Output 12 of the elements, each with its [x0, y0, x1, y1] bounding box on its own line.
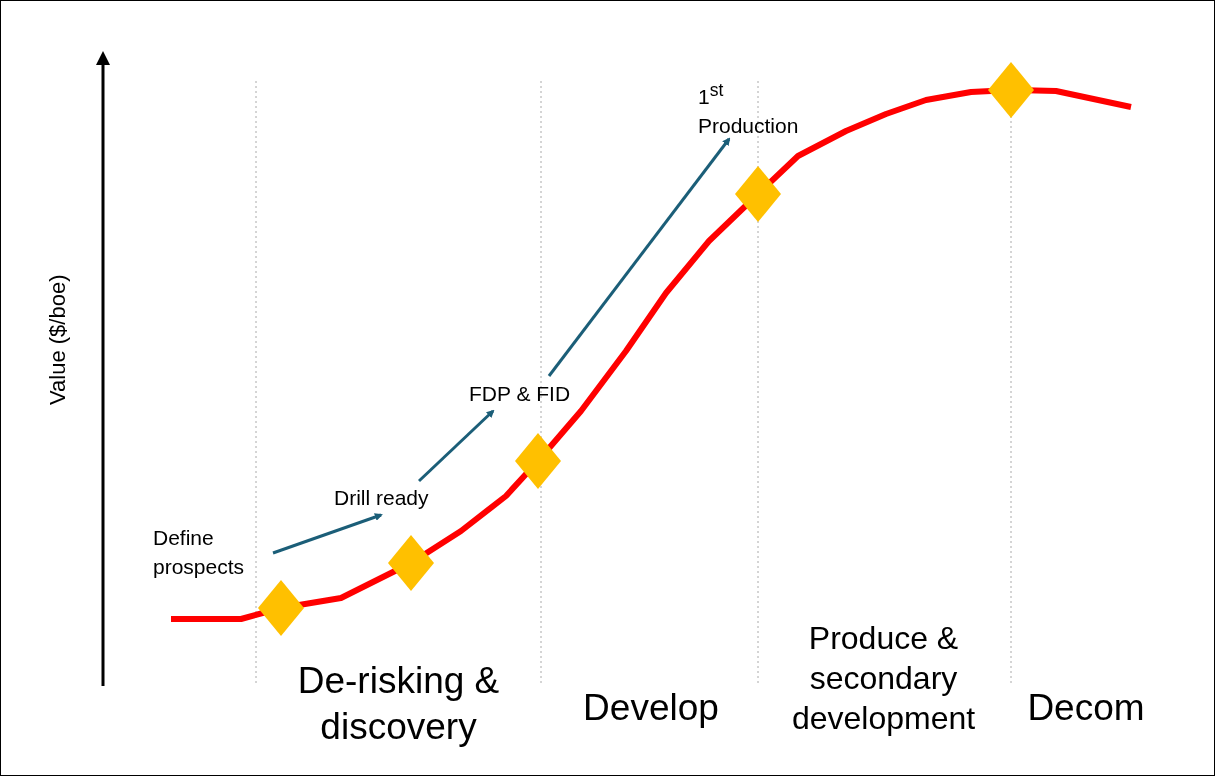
arrow	[547, 137, 731, 377]
arrow	[272, 513, 383, 555]
milestone-label: Define prospects	[153, 523, 253, 581]
phase-label: De-risking & discovery	[296, 659, 501, 750]
axis-label: Value ($/boe)	[44, 273, 72, 407]
phase-label: Develop	[582, 686, 720, 730]
arrow	[417, 409, 495, 483]
milestone-label: 1$^{st}$ Production	[698, 76, 818, 140]
milestone-label: Drill ready	[334, 483, 459, 512]
phase-label: Produce & secondary development	[790, 619, 977, 738]
milestone-label: FDP & FID	[469, 379, 589, 408]
phase-label: Decom	[1026, 686, 1146, 730]
